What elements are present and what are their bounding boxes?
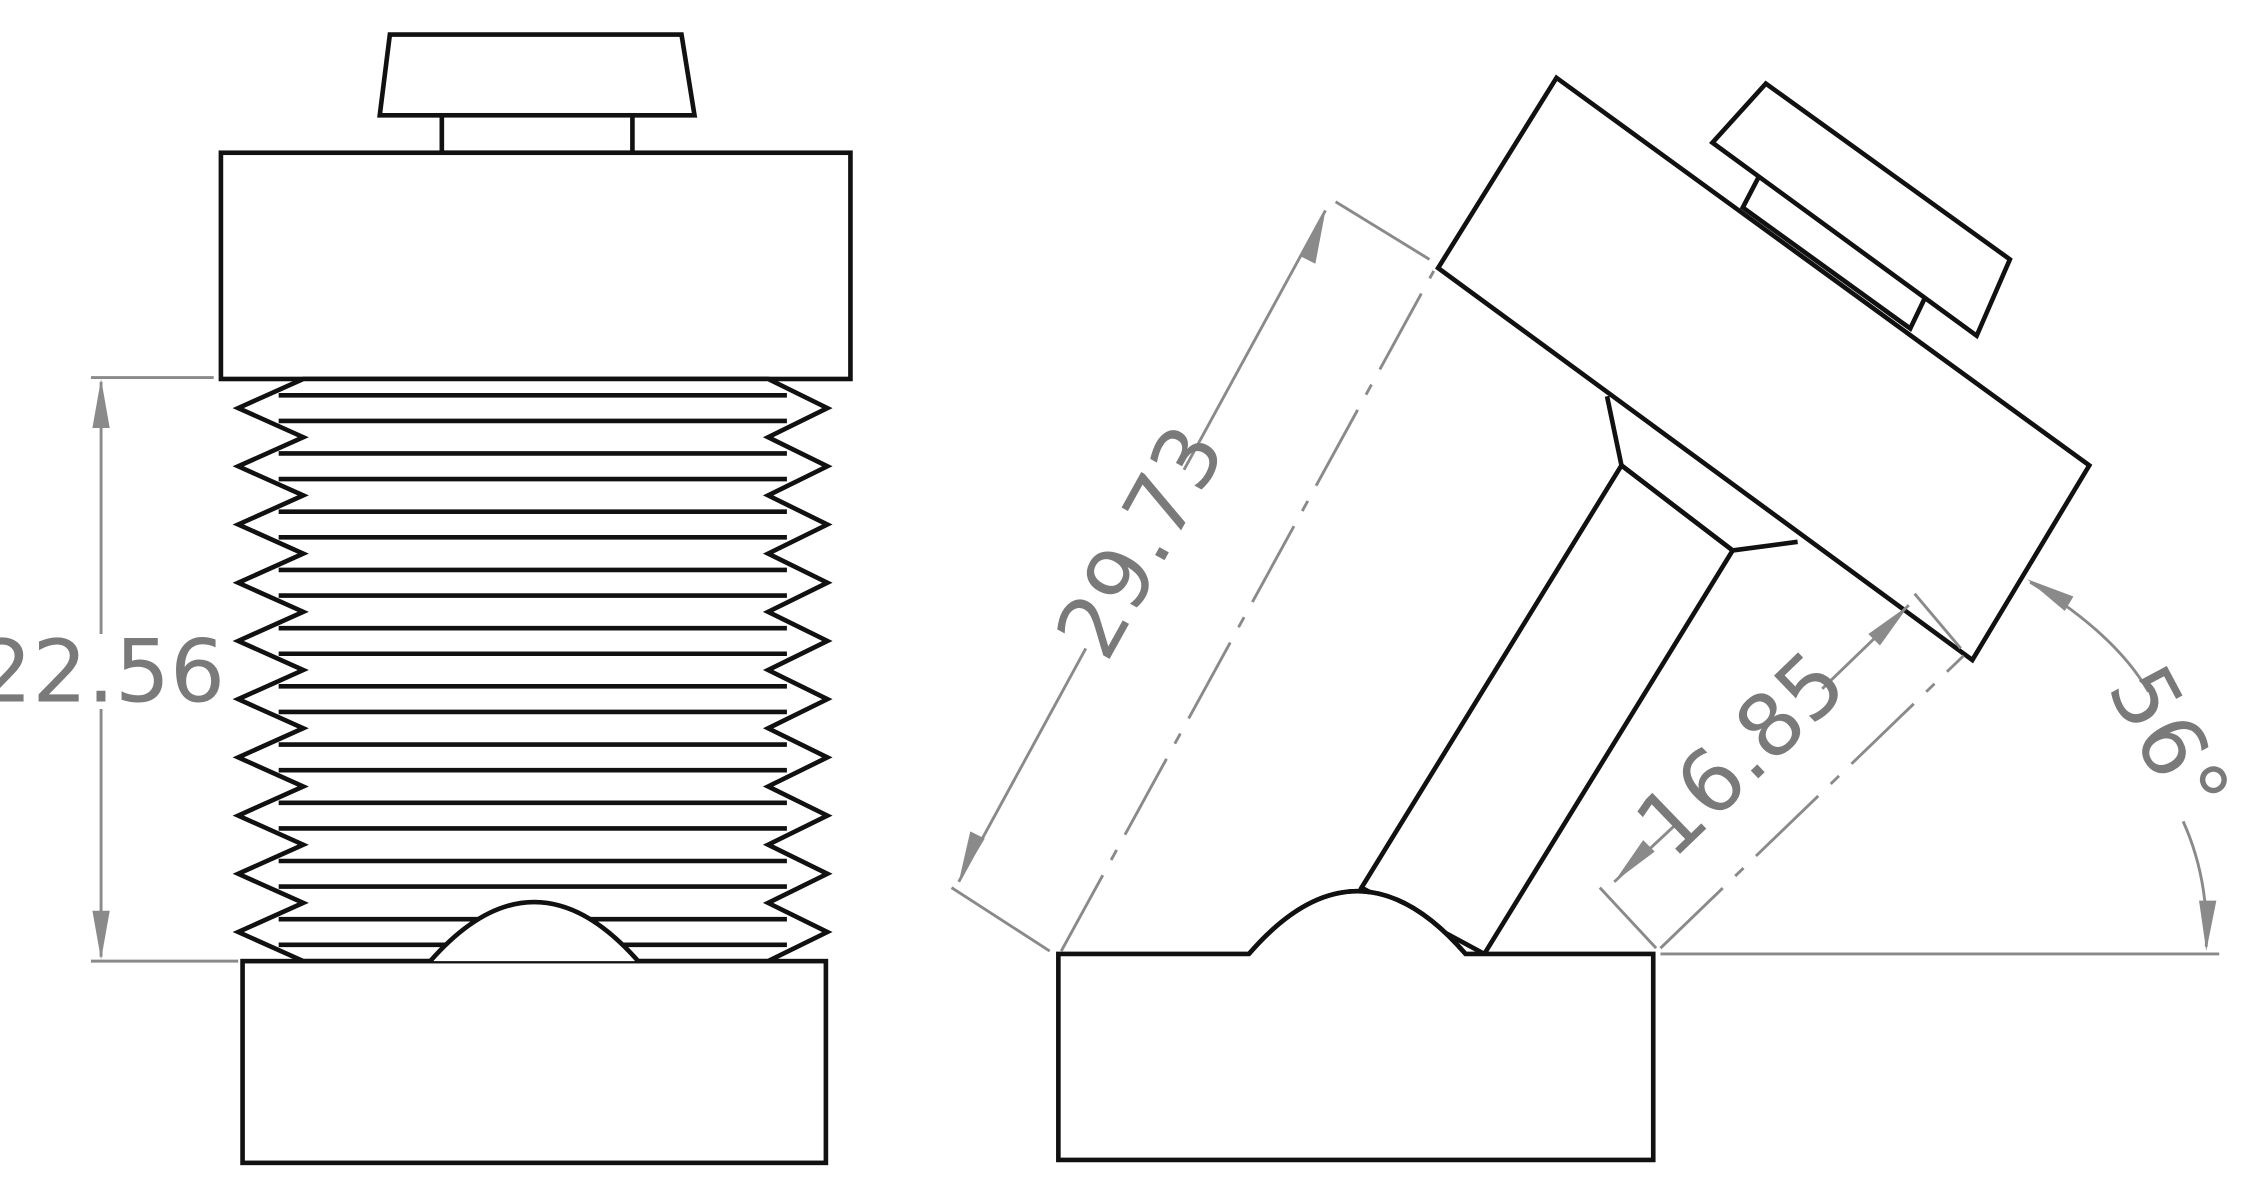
dimension-label-22-56: 22.56 <box>0 623 225 723</box>
front-knob-stem <box>439 112 635 156</box>
dimension-label-56-deg: 56° <box>2088 650 2248 832</box>
front-knob <box>377 32 698 118</box>
dimension-label-29-73: 29.73 <box>1037 410 1245 675</box>
dimension-threaded-length: 22.56 <box>0 376 239 963</box>
front-base-dome <box>428 899 640 963</box>
front-cap-block <box>218 150 853 382</box>
front-threads <box>232 376 833 964</box>
side-stem <box>1358 462 1736 957</box>
thread-outline <box>232 376 833 964</box>
dimension-overall-length: 29.73 <box>950 200 1436 953</box>
side-knob <box>1709 80 2013 340</box>
front-base-block <box>240 958 829 1166</box>
side-view <box>1056 74 2093 1163</box>
side-base-block <box>1056 888 1656 1163</box>
side-cap-block <box>1435 74 2093 664</box>
front-view <box>218 32 853 1166</box>
